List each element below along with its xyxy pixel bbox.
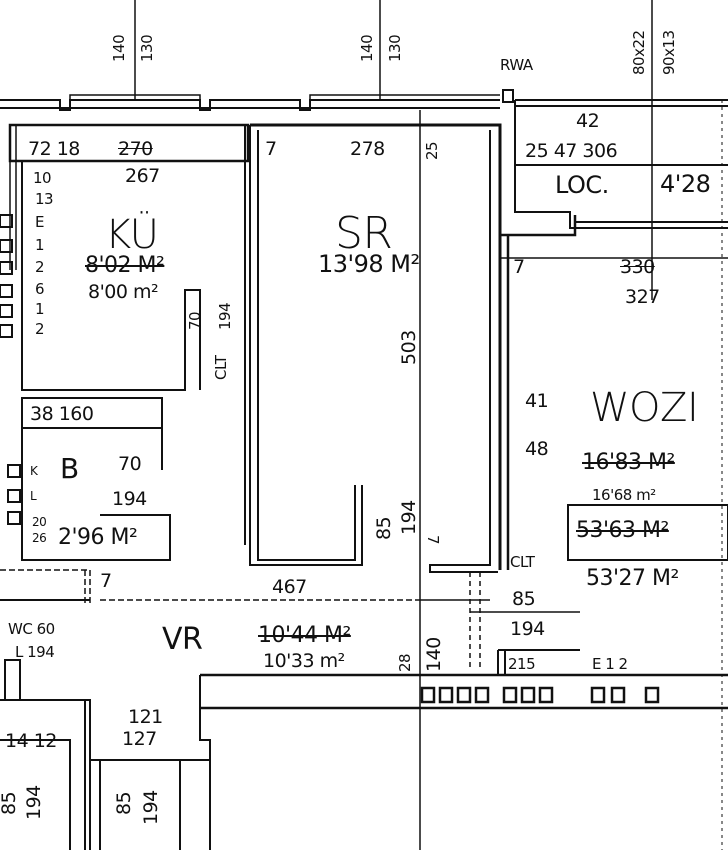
room-area: 16'68 m² [592,486,656,504]
dim-label: E 1 2 [592,655,628,673]
dim-label: 7 [513,256,525,278]
dim-label: 215 [508,655,536,673]
dim-label: 194 [112,488,147,510]
dim-label: 127 [122,728,157,750]
dim-label: 503 [398,330,420,365]
dim-label: 25 [423,141,441,160]
dim-label: 194 [216,302,234,330]
dim-label: 26 [32,531,47,545]
dim-label: 278 [350,138,385,160]
dim-label: 14 12 [5,730,57,752]
dim-label: 85 [0,791,20,815]
room-area: 4'28 [660,170,711,198]
room-area-old: 10'44 M² [258,623,351,648]
dim-label: 140 [423,637,445,672]
side-mark: 1 [35,300,45,318]
dim-label: 10 [33,169,52,187]
dim-label: 194 [510,618,545,640]
room-name-bedroom: SR [335,208,393,259]
dim-label: 13 [35,190,54,208]
room-area: 2'96 M² [58,525,138,550]
room-name-loggia: LOC. [555,171,609,199]
window-dim: 90x13 [660,30,678,75]
room-area: 10'33 m² [263,650,345,672]
clt-label: CLT [212,355,230,380]
dim-label: 70 [118,453,142,475]
dim-label-old: 270 [118,138,153,160]
dim-label: 48 [525,438,549,460]
dim-label: 25 47 306 [525,140,618,162]
rwa-label: RWA [500,56,533,74]
side-mark: 6 [35,280,45,298]
dim-label: 85 [113,791,135,815]
side-mark: 2 [35,320,45,338]
dim-label: 85 [512,588,536,610]
side-mark: L [30,489,37,503]
dim-label: 327 [625,286,660,308]
dim-label: 38 160 [30,403,94,425]
side-mark: E [35,213,44,231]
wc-label: WC 60 [8,620,55,638]
dim-label: 7 [100,570,112,592]
window-dim: 80x22 [630,30,648,75]
room-name-hall: VR [162,622,203,657]
room-area: 8'00 m² [88,281,159,303]
dim-label: 72 18 [28,138,80,160]
room-name-bath: B [60,452,79,485]
dim-label: 194 [23,785,45,820]
dim-label: 70 [186,311,204,330]
side-mark: 1 [35,236,45,254]
dim-label: L 194 [15,643,55,661]
dim-label: 7 [265,138,277,160]
dim-label: 467 [272,576,307,598]
dim-label: 130 [386,34,404,62]
room-name-living: WOZI [590,385,699,431]
total-area: 53'27 M² [586,566,679,591]
dim-label: 121 [128,706,163,728]
clt-label: CLT [510,553,535,571]
room-area-old: 16'83 M² [582,450,675,475]
dim-label: 194 [140,790,162,825]
room-area: 13'98 M² [318,250,420,278]
dim-label: 140 [358,34,376,62]
room-name-kitchen: KÜ [105,212,159,258]
dim-label: 140 [110,34,128,62]
dim-label: 85 [373,516,395,540]
dim-label: 20 [32,515,47,529]
dim-label: 7 [424,535,442,545]
dim-label: 41 [525,390,549,412]
dim-label: 130 [138,34,156,62]
side-mark: K [30,464,38,478]
dim-label: 267 [125,165,160,187]
dim-label: 42 [576,110,600,132]
total-area-old: 53'63 M² [576,518,669,543]
side-mark: 2 [35,258,45,276]
dim-label: 194 [398,500,420,535]
dim-label-old: 330 [620,256,655,278]
dim-label: 28 [396,653,414,672]
room-area-old: 8'02 M² [85,253,165,278]
